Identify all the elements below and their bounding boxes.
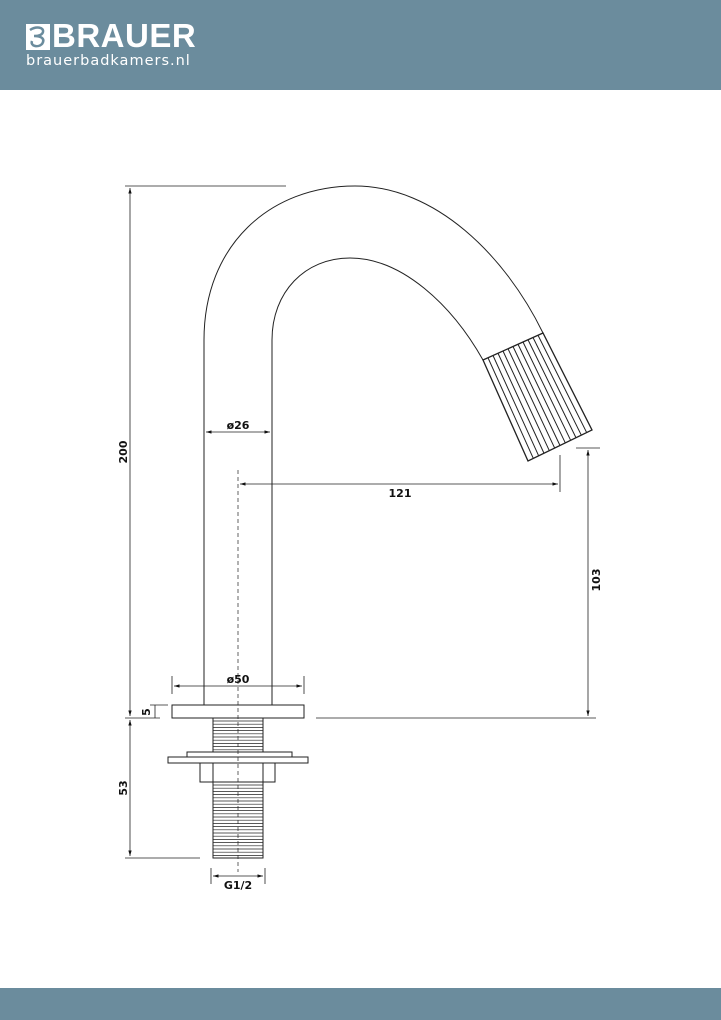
dim-label-g12: G1/2 <box>224 879 252 892</box>
footer-bar <box>0 988 721 1020</box>
washer-top <box>186 751 293 758</box>
dim-label-d26: ø26 <box>227 419 250 432</box>
aerator-rib <box>492 355 540 457</box>
aerator-rib <box>502 350 550 451</box>
header-bar: BRAUER brauerbadkamers.nl <box>0 0 721 90</box>
dim-label-103: 103 <box>590 569 603 592</box>
spout-outer-outline <box>203 185 544 705</box>
aerator-head <box>482 332 593 462</box>
dim-label-d50: ø50 <box>227 673 250 686</box>
dim-label-200: 200 <box>117 440 130 463</box>
aerator-rib <box>487 357 534 459</box>
aerator-rib <box>532 337 582 436</box>
brand-name: BRAUER <box>52 17 197 54</box>
aerator-rib <box>497 353 545 454</box>
brand-url: brauerbadkamers.nl <box>26 53 191 69</box>
aerator-rib <box>537 335 588 433</box>
aerator-rib <box>517 344 566 444</box>
aerator-rib <box>527 339 577 438</box>
nut <box>199 762 276 783</box>
brauer-logo-mark-icon <box>26 24 50 50</box>
dim-label-121: 121 <box>389 487 412 500</box>
aerator-rib <box>522 341 572 441</box>
spout-inner-outline <box>271 257 484 705</box>
dim-label-5: 5 <box>140 708 153 716</box>
aerator-rib <box>507 348 556 449</box>
dim-label-53: 53 <box>117 780 130 795</box>
aerator-rib <box>512 346 561 446</box>
